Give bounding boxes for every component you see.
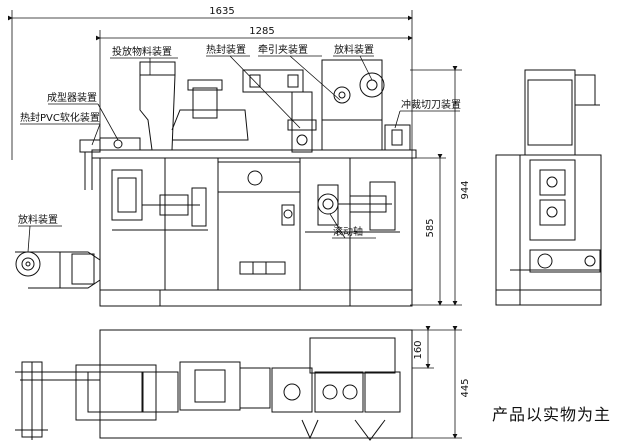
side-view [495,69,602,306]
dimension-top-view-width [412,326,462,439]
front-view [91,149,417,307]
label-roller-shaft: 滚动轴 [333,225,363,238]
label-unwind-device-top: 放料装置 [334,43,374,56]
leader-lines [18,55,460,253]
dimension-top-view-width-value: 445 [460,378,471,397]
label-heat-seal-device: 热封装置 [206,43,246,56]
label-pvc-softening: 热封PVC软化装置 [20,111,100,124]
left-unwind-roll [15,251,101,289]
label-feeding-device: 投放物料装置 [112,45,172,58]
caption: 产品以实物为主 [491,405,611,424]
top-assemblies [79,59,411,190]
dimension-overall-height-value: 944 [460,180,471,199]
label-unwind-device-left: 放料装置 [18,213,58,226]
dimension-top-view-depth [412,326,434,369]
dimension-overall-length [8,10,413,160]
dimension-frame-height-value: 585 [425,218,436,237]
dimension-frame-height [415,154,446,306]
label-punch-cut-device: 冲裁切刀装置 [401,98,461,111]
label-forming-device: 成型器装置 [47,91,97,104]
dimension-overall-height [410,66,462,306]
dimension-frame-length [96,30,413,150]
dimension-overall-length-value: 1635 [209,6,234,17]
dimension-top-view-depth-value: 160 [413,340,424,359]
dimension-frame-length-value: 1285 [249,26,274,37]
top-view [15,329,413,441]
label-traction-clamp-device: 牵引夹装置 [258,43,308,56]
